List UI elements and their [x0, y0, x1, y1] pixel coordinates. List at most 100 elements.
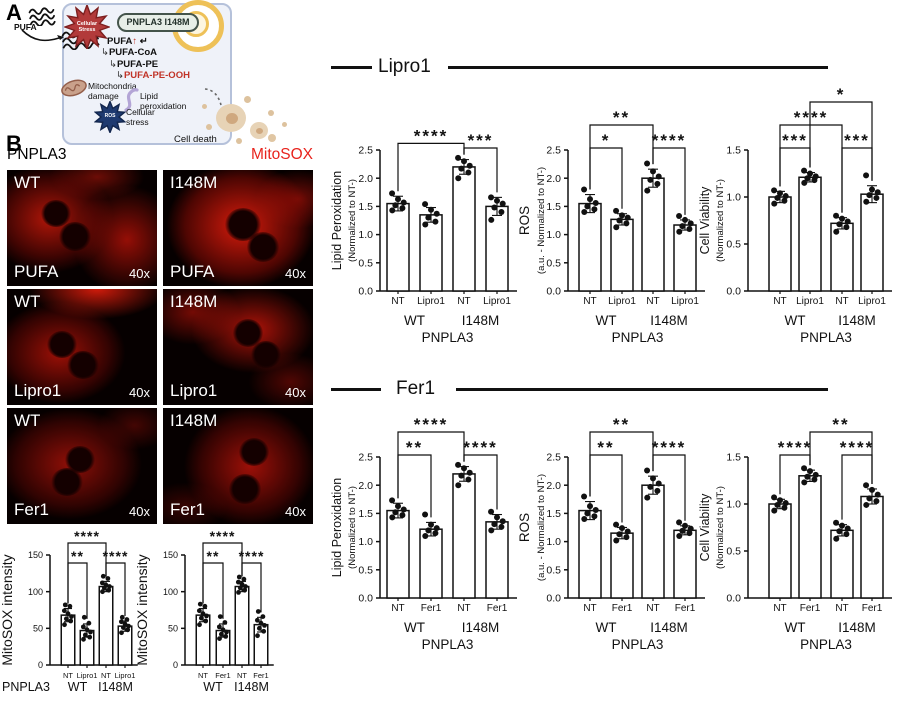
- svg-text:NT: NT: [646, 603, 659, 614]
- svg-text:0.0: 0.0: [358, 286, 373, 298]
- svg-text:WT: WT: [404, 620, 425, 635]
- cascade-line-pufa-pe: ↳PUFA-PE: [109, 58, 159, 70]
- svg-text:PNPLA3: PNPLA3: [800, 330, 852, 345]
- cellular-stress-burst-icon: Cellular Stress: [64, 5, 110, 49]
- microscopy-tile: I148M Lipro1 40x: [163, 289, 313, 405]
- svg-text:0: 0: [173, 660, 178, 670]
- ros-burst-label: ROS: [104, 113, 116, 120]
- svg-text:***: ***: [468, 131, 494, 150]
- lipro1-header-line-left: [331, 66, 372, 69]
- pufa-cascade: PUFA↑ ↵ ↳PUFA-CoA ↳PUFA-PE ↳PUFA-PE-OOH: [95, 36, 190, 81]
- svg-text:50: 50: [168, 624, 178, 634]
- svg-text:WT: WT: [68, 680, 88, 694]
- svg-text:****: ****: [239, 548, 265, 564]
- svg-text:NT: NT: [457, 296, 470, 307]
- svg-text:***: ***: [844, 131, 870, 150]
- svg-text:Lipro1: Lipro1: [417, 296, 445, 307]
- svg-text:Fer1: Fer1: [253, 671, 268, 680]
- treatment-label: Fer1: [14, 500, 49, 519]
- svg-text:0.0: 0.0: [546, 593, 561, 605]
- mitosox-stain-header: MitoSOX: [250, 146, 313, 163]
- cell-death-label: Cell death: [174, 134, 217, 145]
- svg-text:(a.u. - Normalized to NT-): (a.u. - Normalized to NT-): [536, 167, 547, 274]
- magnification-label: 40x: [285, 266, 306, 281]
- magnification-label: 40x: [285, 504, 306, 519]
- svg-text:****: ****: [414, 415, 448, 434]
- mitochondria-damage-label: Mitochondria damage: [88, 81, 137, 101]
- svg-text:Lipro1: Lipro1: [796, 296, 824, 307]
- svg-text:NT: NT: [391, 296, 404, 307]
- svg-text:MitoSOX intensity: MitoSOX intensity: [0, 554, 15, 665]
- svg-text:Fer1: Fer1: [612, 603, 633, 614]
- svg-text:Cell Viability: Cell Viability: [698, 186, 712, 255]
- magnification-label: 40x: [129, 504, 150, 519]
- svg-text:0.0: 0.0: [726, 593, 741, 605]
- svg-text:****: ****: [74, 528, 100, 544]
- svg-text:***: ***: [782, 131, 808, 150]
- svg-text:I148M: I148M: [234, 680, 269, 694]
- svg-text:(Normalized to NT-): (Normalized to NT-): [347, 179, 358, 262]
- svg-text:PNPLA3: PNPLA3: [422, 637, 474, 652]
- panel-a-label: A: [6, 0, 22, 25]
- svg-text:2.5: 2.5: [546, 145, 561, 157]
- treatment-label: Fer1: [170, 500, 205, 519]
- svg-text:PNPLA3: PNPLA3: [612, 330, 664, 345]
- svg-text:ROS: ROS: [517, 513, 532, 542]
- svg-text:1.5: 1.5: [546, 508, 561, 520]
- svg-text:Cell Viability: Cell Viability: [698, 493, 712, 562]
- treatment-label: Lipro1: [14, 381, 62, 400]
- svg-text:Lipid Peroxidation: Lipid Peroxidation: [330, 478, 344, 577]
- pufa-squiggle-icon: [28, 6, 58, 31]
- svg-text:100: 100: [28, 587, 43, 597]
- svg-text:*: *: [837, 85, 846, 104]
- svg-text:NT: NT: [583, 603, 596, 614]
- svg-text:WT: WT: [785, 313, 806, 328]
- svg-text:2.0: 2.0: [546, 173, 561, 185]
- svg-text:PNPLA3: PNPLA3: [422, 330, 474, 345]
- svg-text:****: ****: [840, 438, 874, 457]
- svg-text:NT: NT: [583, 296, 596, 307]
- svg-text:0.0: 0.0: [726, 286, 741, 298]
- lipid-peroxidation-squiggle-icon: [123, 86, 139, 117]
- burst-shape: [64, 5, 110, 49]
- up-arrow-icon: ↑: [132, 36, 138, 47]
- svg-text:*: *: [602, 131, 611, 150]
- genotype-label: I148M: [170, 411, 218, 430]
- pufa-label: PUFA: [14, 22, 37, 32]
- svg-text:**: **: [207, 548, 220, 564]
- svg-text:****: ****: [414, 126, 448, 145]
- pnpla3-i148m-pill: PNPLA3 I148M: [117, 13, 199, 32]
- mitochondria-icon: [59, 78, 89, 103]
- fer1-header-line-left: [331, 388, 381, 391]
- svg-text:1.0: 1.0: [546, 229, 561, 241]
- svg-text:****: ****: [652, 438, 686, 457]
- svg-text:Fer1: Fer1: [421, 603, 442, 614]
- svg-text:I148M: I148M: [462, 620, 500, 635]
- hook-arrow-icon: ↳: [101, 47, 109, 59]
- svg-text:NT: NT: [646, 296, 659, 307]
- treatment-label: PUFA: [14, 262, 59, 281]
- magnification-label: 40x: [285, 385, 306, 400]
- svg-text:Fer1: Fer1: [215, 671, 230, 680]
- svg-text:Lipro1: Lipro1: [608, 296, 636, 307]
- genotype-label: I148M: [170, 173, 218, 192]
- cell-death-blobs-icon: [202, 94, 298, 150]
- svg-text:2.5: 2.5: [358, 452, 373, 464]
- fer1-header-line-right: [456, 388, 828, 391]
- svg-text:1.0: 1.0: [358, 536, 373, 548]
- cascade-line-pufa: PUFA↑ ↵: [107, 36, 148, 47]
- svg-text:(Normalized to NT-): (Normalized to NT-): [715, 486, 726, 569]
- svg-text:0.5: 0.5: [726, 239, 741, 251]
- svg-text:1.5: 1.5: [358, 201, 373, 213]
- svg-text:**: **: [406, 438, 423, 457]
- svg-text:1.5: 1.5: [726, 452, 741, 464]
- svg-text:Fer1: Fer1: [800, 603, 821, 614]
- svg-text:**: **: [613, 108, 630, 127]
